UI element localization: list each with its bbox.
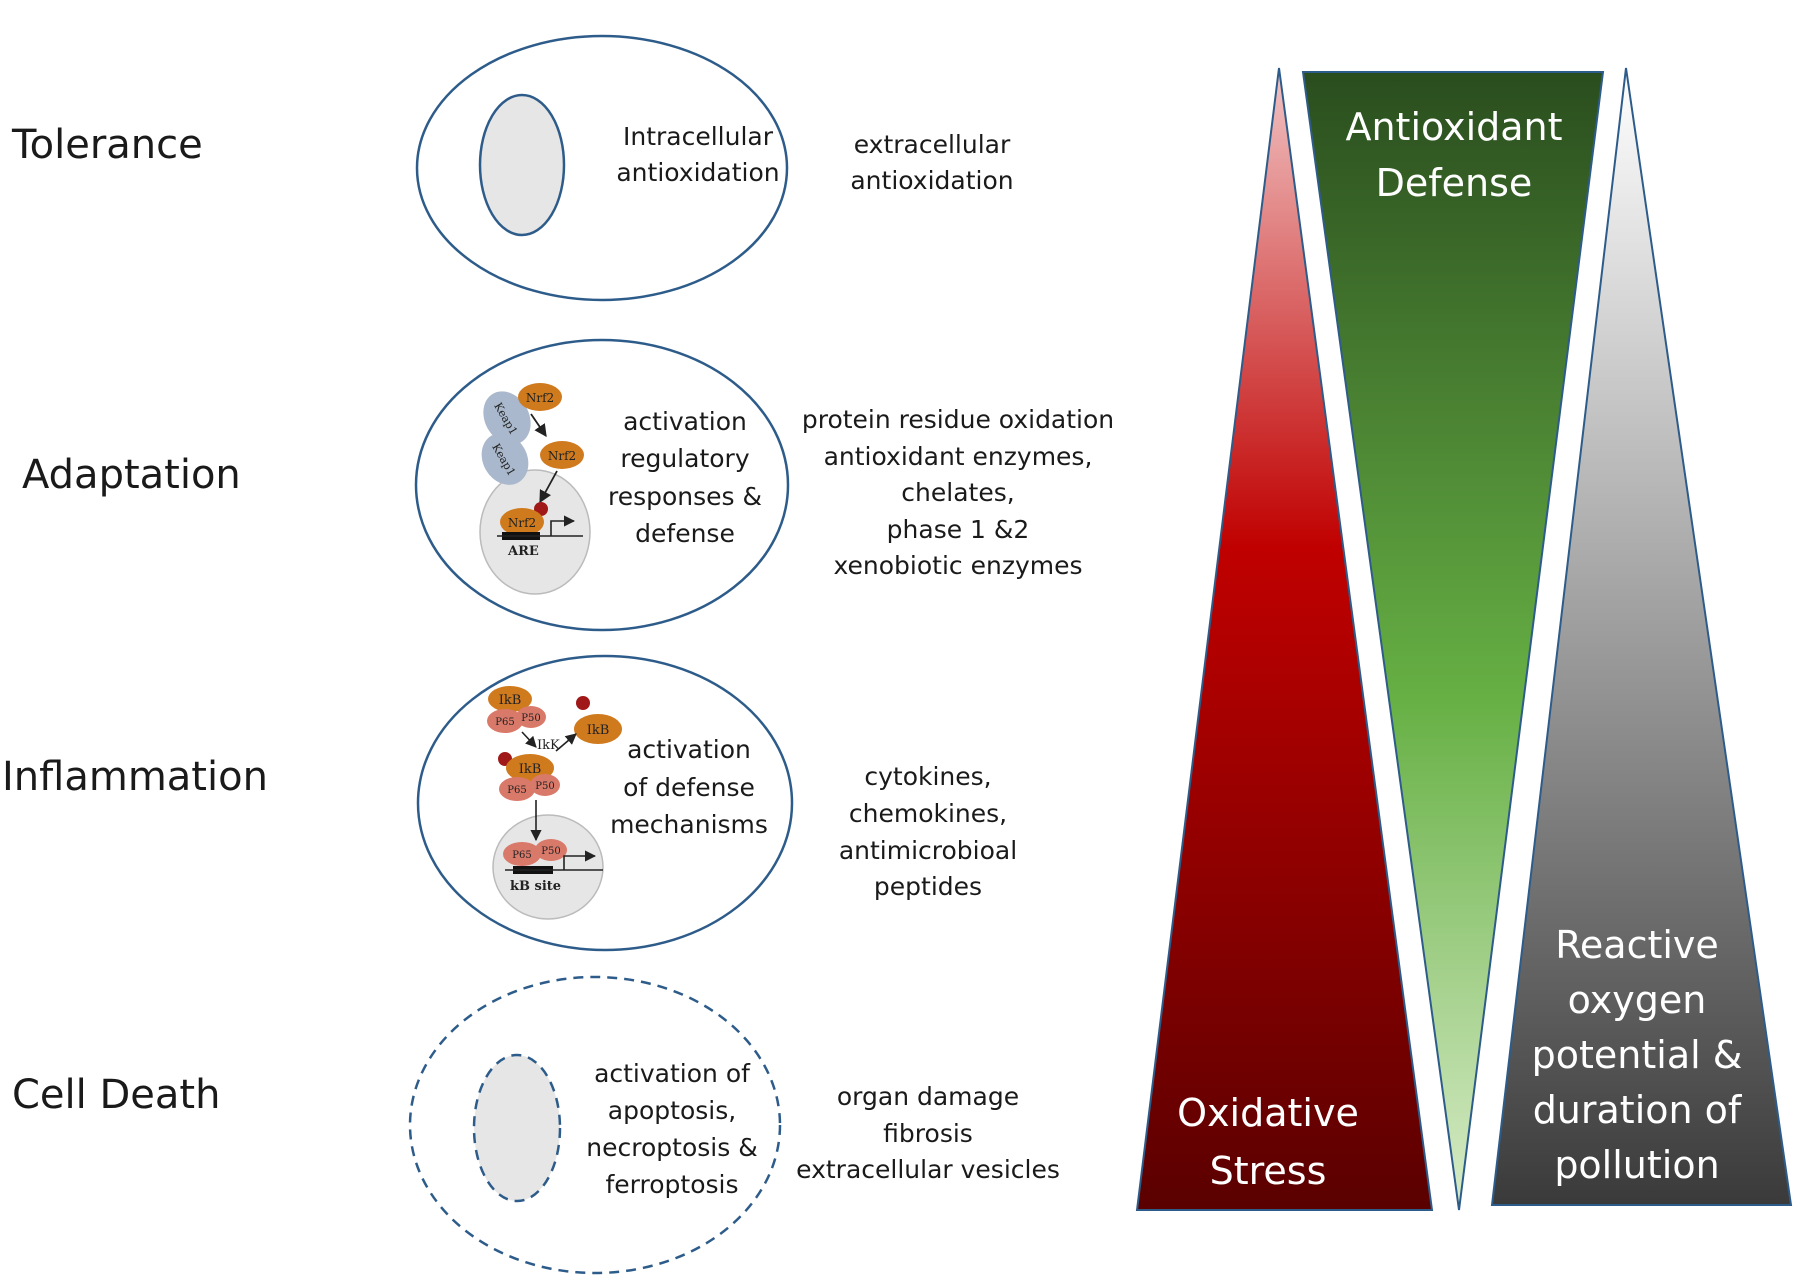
stage-label-tolerance: Tolerance bbox=[11, 122, 203, 168]
ikb-label: IkB bbox=[499, 693, 522, 708]
wedge-label: oxygen bbox=[1568, 978, 1707, 1022]
effect-text-line: fibrosis bbox=[883, 1119, 973, 1148]
phospho-dot bbox=[576, 696, 590, 710]
stage-label-adaptation: Adaptation bbox=[22, 452, 241, 498]
ikb-protein bbox=[488, 686, 532, 712]
effect-text-line: chemokines, bbox=[849, 799, 1007, 828]
ros-pollution-wedge: Reactive oxygen potential & duration of … bbox=[1490, 67, 1793, 1206]
effect-text-line: extracellular bbox=[854, 130, 1011, 159]
cell-text-line: defense bbox=[635, 519, 735, 548]
inflammation-cell: IkB P65 P50 IkB IkK IkB P65 P50 P65 P50 bbox=[416, 654, 794, 952]
p50-label: P50 bbox=[521, 713, 540, 724]
oxidative-stress-wedge: Oxidative Stress bbox=[1135, 67, 1434, 1211]
effect-text-line: protein residue oxidation bbox=[802, 405, 1114, 434]
wedge-label: potential & bbox=[1532, 1033, 1743, 1077]
nrf2-protein bbox=[518, 383, 562, 411]
arrow bbox=[521, 731, 537, 748]
effect-text-line: extracellular vesicles bbox=[796, 1155, 1060, 1184]
cell-text-line: activation bbox=[623, 407, 747, 436]
wedge-label: pollution bbox=[1554, 1143, 1719, 1187]
cell-text-line: necroptosis & bbox=[586, 1133, 757, 1162]
cell-membrane-dashed bbox=[408, 975, 782, 1275]
p65-protein bbox=[487, 709, 523, 733]
p65-protein bbox=[503, 842, 541, 866]
ikk-label: IkK bbox=[537, 738, 560, 753]
effect-text-line: chelates, bbox=[901, 478, 1014, 507]
wedge-label: Reactive bbox=[1555, 923, 1719, 967]
nrf2-pathway-inset: Keap1 Nrf2 Keap1 Nrf2 Nrf2 ARE bbox=[479, 383, 591, 595]
keap1-protein bbox=[481, 433, 529, 485]
nrf2-label: Nrf2 bbox=[548, 449, 576, 463]
p50-label: P50 bbox=[535, 781, 554, 792]
cell-death-cell: activation of apoptosis, necroptosis & f… bbox=[408, 975, 782, 1275]
nrf2-protein bbox=[500, 508, 544, 536]
p65-label: P65 bbox=[512, 850, 531, 861]
wedge-label: Stress bbox=[1210, 1149, 1327, 1193]
effect-text-line: antimicrobioal bbox=[839, 836, 1017, 865]
arrow bbox=[539, 470, 558, 504]
effect-text-line: xenobiotic enzymes bbox=[834, 551, 1083, 580]
adaptation-cell: Keap1 Nrf2 Keap1 Nrf2 Nrf2 ARE activatio… bbox=[414, 338, 790, 632]
wedge-label: Antioxidant bbox=[1345, 105, 1562, 149]
nfkb-pathway-inset: IkB P65 P50 IkB IkK IkB P65 P50 P65 P50 bbox=[487, 686, 622, 920]
ikb-label: IkB bbox=[519, 762, 542, 777]
cell-text-line: mechanisms bbox=[610, 810, 768, 839]
kb-site-label: kB site bbox=[510, 879, 561, 894]
antioxidant-defense-triangle bbox=[1301, 71, 1605, 1211]
effect-text-line: organ damage bbox=[837, 1082, 1019, 1111]
stage-label-cell-death: Cell Death bbox=[12, 1072, 220, 1118]
cell-text-line: regulatory bbox=[620, 444, 749, 473]
p50-protein bbox=[516, 706, 546, 728]
cell-text-line: apoptosis, bbox=[608, 1096, 736, 1125]
effect-text-line: antioxidant enzymes, bbox=[824, 442, 1093, 471]
cell-membrane bbox=[416, 654, 794, 952]
nrf2-label: Nrf2 bbox=[526, 391, 554, 405]
cell-text-line: activation bbox=[627, 735, 751, 764]
effect-text-line: peptides bbox=[874, 872, 982, 901]
effect-text-line: cytokines, bbox=[864, 762, 991, 791]
p65-label: P65 bbox=[495, 717, 514, 728]
arrow bbox=[530, 413, 547, 438]
stage-label-inflammation: Inflammation bbox=[2, 754, 268, 800]
p65-protein bbox=[499, 777, 535, 801]
cell-text-line: ferroptosis bbox=[605, 1170, 738, 1199]
antioxidant-defense-wedge: Antioxidant Defense bbox=[1301, 71, 1605, 1211]
transcription-arrow bbox=[563, 850, 597, 870]
cell-text-line: responses & bbox=[608, 482, 762, 511]
cell-text-line: antioxidation bbox=[616, 158, 779, 187]
keap1-protein bbox=[483, 391, 531, 445]
ros-pollution-triangle bbox=[1490, 67, 1793, 1206]
p65-label: P65 bbox=[507, 785, 526, 796]
wedge-label: duration of bbox=[1533, 1088, 1743, 1132]
cell-text-line: activation of bbox=[594, 1059, 751, 1088]
p50-protein bbox=[535, 839, 567, 861]
ikb-label: IkB bbox=[587, 723, 610, 738]
p50-protein bbox=[530, 774, 560, 796]
p50-label: P50 bbox=[541, 846, 560, 857]
effect-text-line: antioxidation bbox=[850, 166, 1013, 195]
tolerance-cell: Intracellular antioxidation bbox=[415, 34, 789, 302]
are-label: ARE bbox=[507, 544, 539, 559]
wedge-label: Defense bbox=[1376, 161, 1533, 205]
cell-membrane bbox=[415, 34, 789, 302]
cell-membrane bbox=[414, 338, 790, 632]
nrf2-label: Nrf2 bbox=[508, 516, 536, 530]
nrf2-protein bbox=[540, 441, 584, 469]
effect-text-line: phase 1 &2 bbox=[887, 515, 1030, 544]
transcription-arrow bbox=[550, 515, 576, 536]
oxidative-stress-triangle bbox=[1135, 67, 1434, 1211]
wedge-label: Oxidative bbox=[1177, 1091, 1359, 1135]
nucleus-dashed bbox=[472, 1053, 562, 1203]
cell-text-line: of defense bbox=[623, 773, 755, 802]
arrow bbox=[555, 733, 577, 752]
nucleus bbox=[478, 93, 566, 237]
ikb-protein bbox=[574, 714, 622, 744]
cell-text-line: Intracellular bbox=[623, 122, 774, 151]
